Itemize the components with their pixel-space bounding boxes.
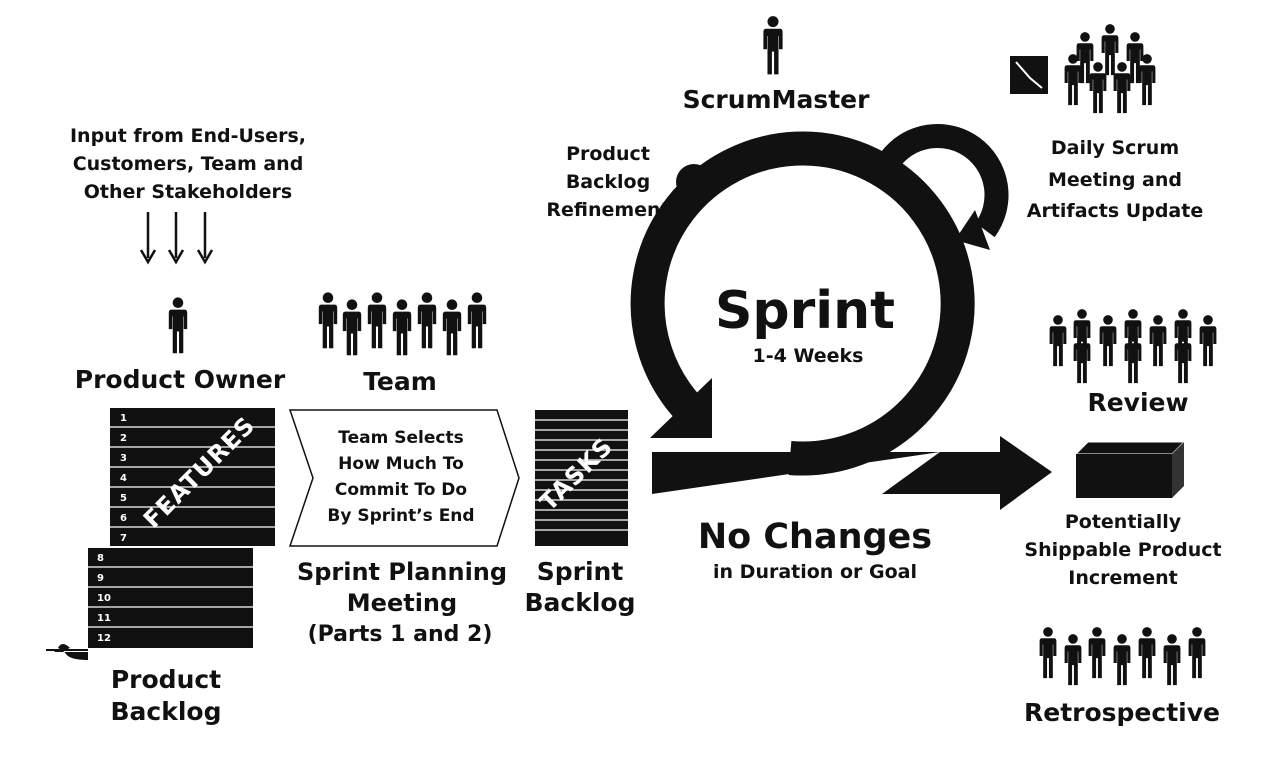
sprint-backlog-label-2: Backlog <box>524 588 635 617</box>
planning-chevron <box>288 409 520 547</box>
no-changes-sub: in Duration or Goal <box>713 561 917 583</box>
team: Team <box>318 292 487 396</box>
daily-loop-arrow <box>880 124 1009 238</box>
person-icon <box>168 297 188 354</box>
product-backlog-label-1: Product <box>111 665 221 694</box>
backlog-item-number: 12 <box>97 633 111 644</box>
refinement-line-3: Refinement <box>546 199 669 221</box>
planning-label-3: (Parts 1 and 2) <box>308 622 493 647</box>
backlog-item-number: 3 <box>120 453 127 464</box>
sprint-planning: Team Selects How Much To Commit To Do By… <box>288 409 520 647</box>
person-icon <box>763 16 783 75</box>
review-group-icon <box>1049 309 1217 384</box>
sprint-backlog: TASKS Sprint Backlog <box>524 410 636 617</box>
daily-arrowhead-icon <box>955 210 990 250</box>
refinement-dot <box>676 164 712 200</box>
daily-line-1: Daily Scrum <box>1051 137 1179 159</box>
input-line-2: Customers, Team and <box>73 153 304 175</box>
product-owner: Product Owner <box>75 297 286 394</box>
retrospective: Retrospective <box>1024 627 1220 727</box>
backlog-item-number: 4 <box>120 473 127 484</box>
scrummaster-label: ScrumMaster <box>683 85 871 114</box>
increment-line-2: Shippable Product <box>1024 539 1221 561</box>
retro-group-icon <box>1039 627 1206 686</box>
planning-label-1: Sprint Planning <box>297 558 507 586</box>
features-list: 1 2 3 4 5 6 7 FEATURES <box>110 408 275 546</box>
output-arrow <box>652 436 1052 510</box>
team-people-icon <box>318 292 487 356</box>
backlog-item-number: 10 <box>97 593 111 604</box>
chevron-line-4: By Sprint’s End <box>327 506 474 526</box>
chevron-line-1: Team Selects <box>338 428 463 448</box>
backlog-item-number: 11 <box>97 613 111 624</box>
loop-arrowhead-icon <box>650 378 712 438</box>
refinement-line-2: Backlog <box>566 171 650 193</box>
daily-line-2: Meeting and <box>1048 169 1182 191</box>
refinement: Product Backlog Refinement <box>546 143 669 221</box>
no-changes-title: No Changes <box>698 517 932 557</box>
no-changes: No Changes in Duration or Goal <box>698 517 932 583</box>
backlog-item-number: 2 <box>120 433 127 444</box>
backlog-item-number: 6 <box>120 513 127 524</box>
backlog-item-number: 9 <box>97 573 104 584</box>
increment: Potentially Shippable Product Increment <box>1024 441 1222 589</box>
team-label: Team <box>363 367 437 396</box>
product-backlog: 1 2 3 4 5 6 7 FEATURES 8 9 10 11 12 Pr <box>46 408 275 726</box>
review-label: Review <box>1087 388 1188 417</box>
chevron-line-3: Commit To Do <box>335 480 467 500</box>
planning-label-2: Meeting <box>347 589 457 617</box>
backlog-item-number: 8 <box>97 553 104 564</box>
scroll-curl-icon <box>46 644 88 660</box>
product-owner-label: Product Owner <box>75 365 286 394</box>
tasks-list: TASKS <box>534 410 628 546</box>
scrummaster: ScrumMaster <box>683 16 871 114</box>
increment-line-1: Potentially <box>1065 511 1182 533</box>
refinement-line-1: Product <box>566 143 650 165</box>
sprint-duration: 1-4 Weeks <box>753 345 864 367</box>
backlog-list-lower: 8 9 10 11 12 <box>46 548 253 660</box>
chevron-line-2: How Much To <box>338 454 464 474</box>
sprint-cycle: Sprint 1-4 Weeks <box>630 124 1052 510</box>
product-box-icon <box>1074 441 1186 498</box>
sprint-backlog-label-1: Sprint <box>537 557 624 586</box>
retrospective-label: Retrospective <box>1024 698 1220 727</box>
input-line-3: Other Stakeholders <box>84 181 293 203</box>
backlog-item-number: 7 <box>120 533 127 544</box>
review: Review <box>1049 309 1217 417</box>
backlog-item-number: 5 <box>120 493 127 504</box>
product-backlog-label-2: Backlog <box>110 697 221 726</box>
down-arrow-icon <box>139 212 214 265</box>
daily-group-icon <box>1064 24 1156 114</box>
task-board-icon <box>1010 56 1048 94</box>
backlog-item-number: 1 <box>120 413 127 424</box>
daily-scrum: Daily Scrum Meeting and Artifacts Update <box>1010 24 1203 222</box>
daily-line-3: Artifacts Update <box>1027 200 1203 222</box>
increment-line-3: Increment <box>1068 567 1177 589</box>
sprint-title: Sprint <box>715 281 895 341</box>
stakeholder-input: Input from End-Users, Customers, Team an… <box>70 125 306 265</box>
sprint-loop-arrow <box>630 131 975 476</box>
input-line-1: Input from End-Users, <box>70 125 306 147</box>
